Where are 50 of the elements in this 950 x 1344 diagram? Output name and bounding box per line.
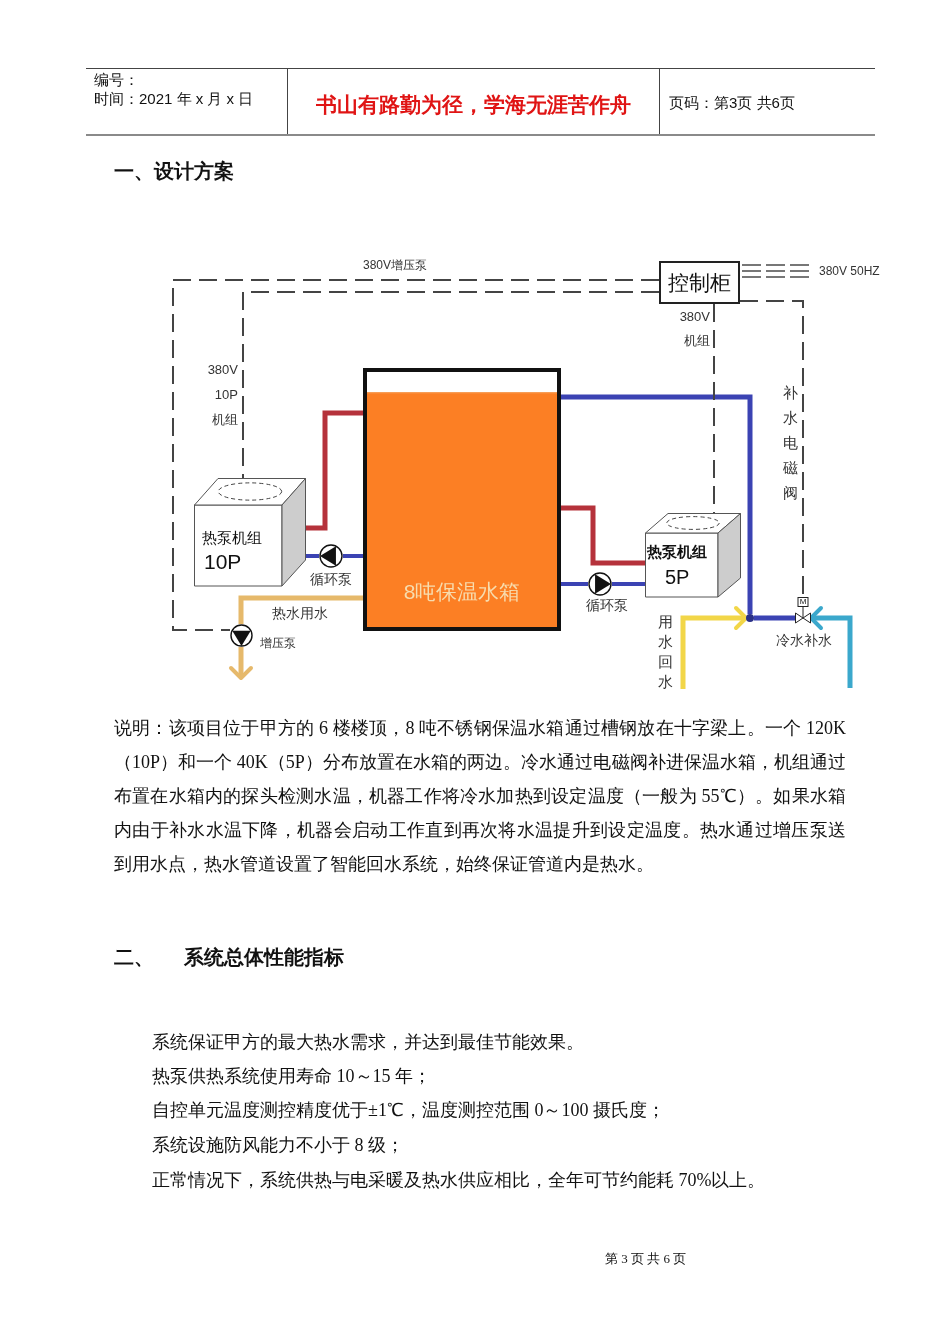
pump-icon: [588, 572, 612, 596]
pump-label: 增压泵: [260, 636, 296, 651]
unit-rating: 5P: [665, 565, 690, 589]
pump-icon: [319, 544, 343, 568]
section-heading: 二、 系统总体性能指标: [114, 945, 344, 969]
pipe: [809, 606, 853, 688]
spec-line: 系统保证甲方的最大热水需求，并达到最佳节能效果。: [152, 1032, 584, 1054]
pipe: [612, 582, 645, 586]
spec-line: 正常情况下，系统供热与电采暖及热水供应相比，全年可节约能耗 70%以上。: [152, 1170, 766, 1192]
dashed-line: [172, 279, 660, 631]
pipe: [680, 606, 748, 689]
section-heading: 一、设计方案: [114, 159, 234, 183]
pump-icon: [230, 624, 253, 647]
edge-label: 380V 机组: [678, 308, 710, 350]
edge-label: 380V增压泵: [362, 258, 428, 273]
water-tank: [363, 368, 561, 631]
edge-label: 热水用水: [272, 605, 328, 622]
edge-label: 补水电磁阀: [782, 383, 798, 503]
spec-line: 系统设施防风能力不小于 8 级；: [152, 1135, 404, 1157]
unit-rating: 10P: [204, 549, 242, 575]
unit-name: 热泵机组: [202, 529, 262, 547]
pipe: [238, 595, 363, 624]
pipe: [561, 394, 753, 614]
spec-line: 热泵供热系统使用寿命 10～15 年；: [152, 1066, 431, 1088]
pipe: [306, 554, 319, 558]
junction-dot: [746, 614, 754, 622]
pipe: [343, 554, 363, 558]
motor-letter: M: [798, 597, 808, 607]
page-number-text: 页码：第3页 共6页: [669, 94, 795, 112]
edge-label: 冷水补水: [776, 632, 832, 649]
edge-label: 380V 10P 机组: [206, 361, 238, 429]
pump-label: 循环泵: [310, 571, 352, 588]
page-footer: 第 3 页 共 6 页: [605, 1251, 687, 1267]
pipe: [306, 410, 363, 531]
edge-label: 用水回水: [657, 612, 673, 692]
pipe: [561, 582, 588, 586]
spec-line: 自控单元温度测控精度优于±1℃，温度测控范围 0～100 摄氏度；: [152, 1100, 665, 1122]
pipe: [754, 615, 795, 621]
control-cabinet: 控制柜: [659, 261, 740, 304]
pipe: [229, 647, 253, 680]
tank-label: 8吨保温水箱: [402, 579, 522, 605]
dashed-line: [242, 291, 660, 479]
power-supply-label: 380V 50HZ: [819, 264, 880, 279]
motto-text: 书山有路勤为径，学海无涯苦作舟: [314, 92, 632, 118]
pipe: [561, 505, 645, 566]
unit-name: 热泵机组: [647, 543, 707, 561]
description-paragraph: 说明：该项目位于甲方的 6 楼楼顶，8 吨不锈钢保温水箱通过槽钢放在十字梁上。一个 120K（10P）和一个 40K（5P）分布放置在水箱的两边。冷水通过电磁阀补进保温水箱，机组通过布置在水箱内的探头检测水温，机器工作将冷水加热到设定温度（一般为 55℃）。如果水箱内由于补水水温下降，机器会启动工作直到再次将水温提升到设定温度。热水通过增压泵送到用水点，热水管道设置了智能回水系统，始终保证管道内是热水。: [114, 717, 846, 876]
document-number: 编号：: [94, 71, 139, 89]
date-text: 时间：2021 年 x 月 x 日: [94, 90, 254, 108]
pump-label: 循环泵: [586, 597, 628, 614]
